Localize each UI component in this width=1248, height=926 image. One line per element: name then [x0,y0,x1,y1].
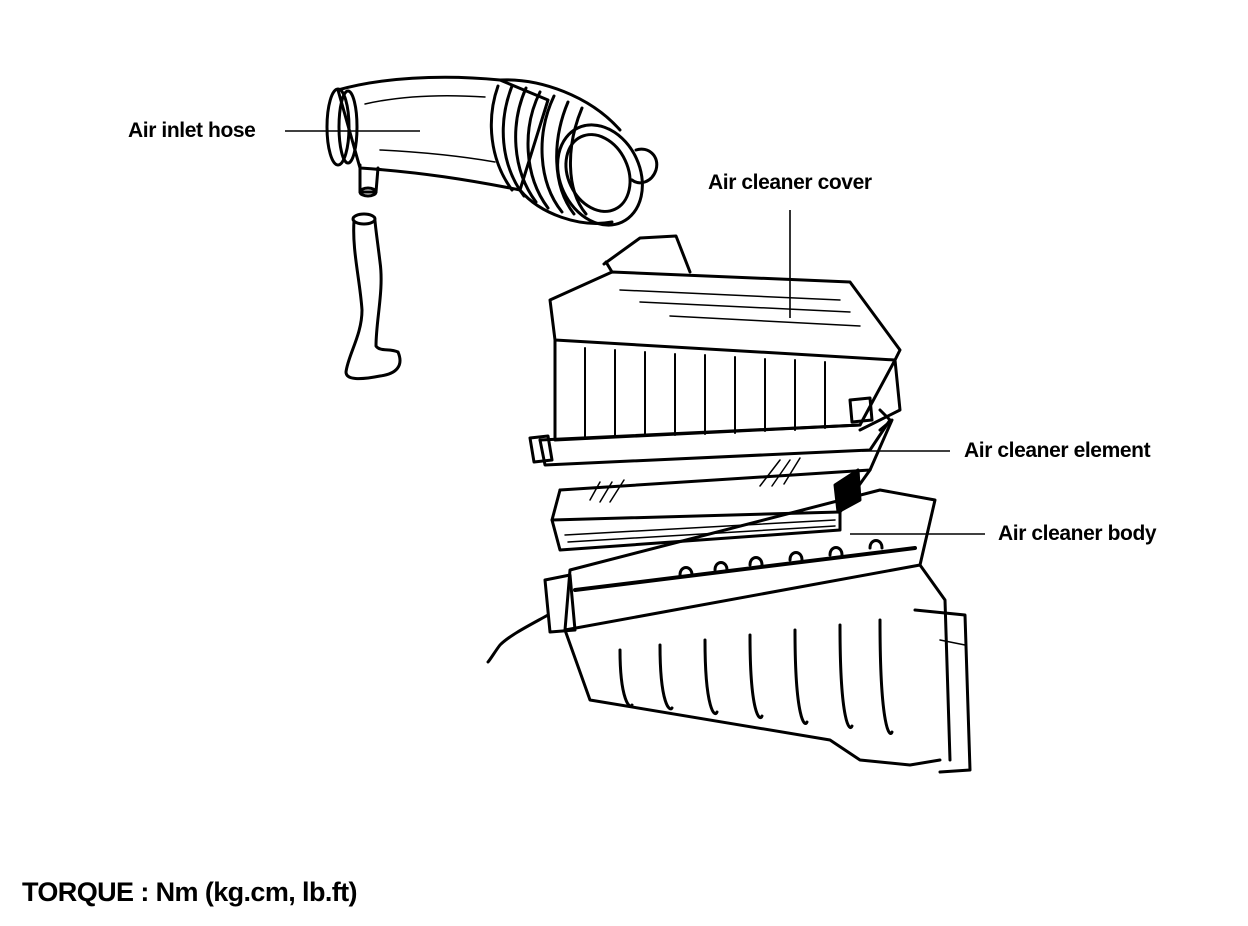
air-inlet-hose-part [325,75,659,227]
air-cleaner-element-part [550,418,894,552]
air-cleaner-cover-part [528,234,902,467]
air-cleaner-body-part [486,488,972,774]
label-air-cleaner-element: Air cleaner element [964,439,1151,462]
label-air-cleaner-body: Air cleaner body [998,522,1157,545]
label-air-cleaner-cover: Air cleaner cover [708,171,872,194]
breather-hose-part [344,212,402,381]
label-air-inlet-hose: Air inlet hose [128,119,256,142]
leader-lines [285,130,985,535]
torque-spec: TORQUE : Nm (kg.cm, lb.ft) [22,877,358,907]
